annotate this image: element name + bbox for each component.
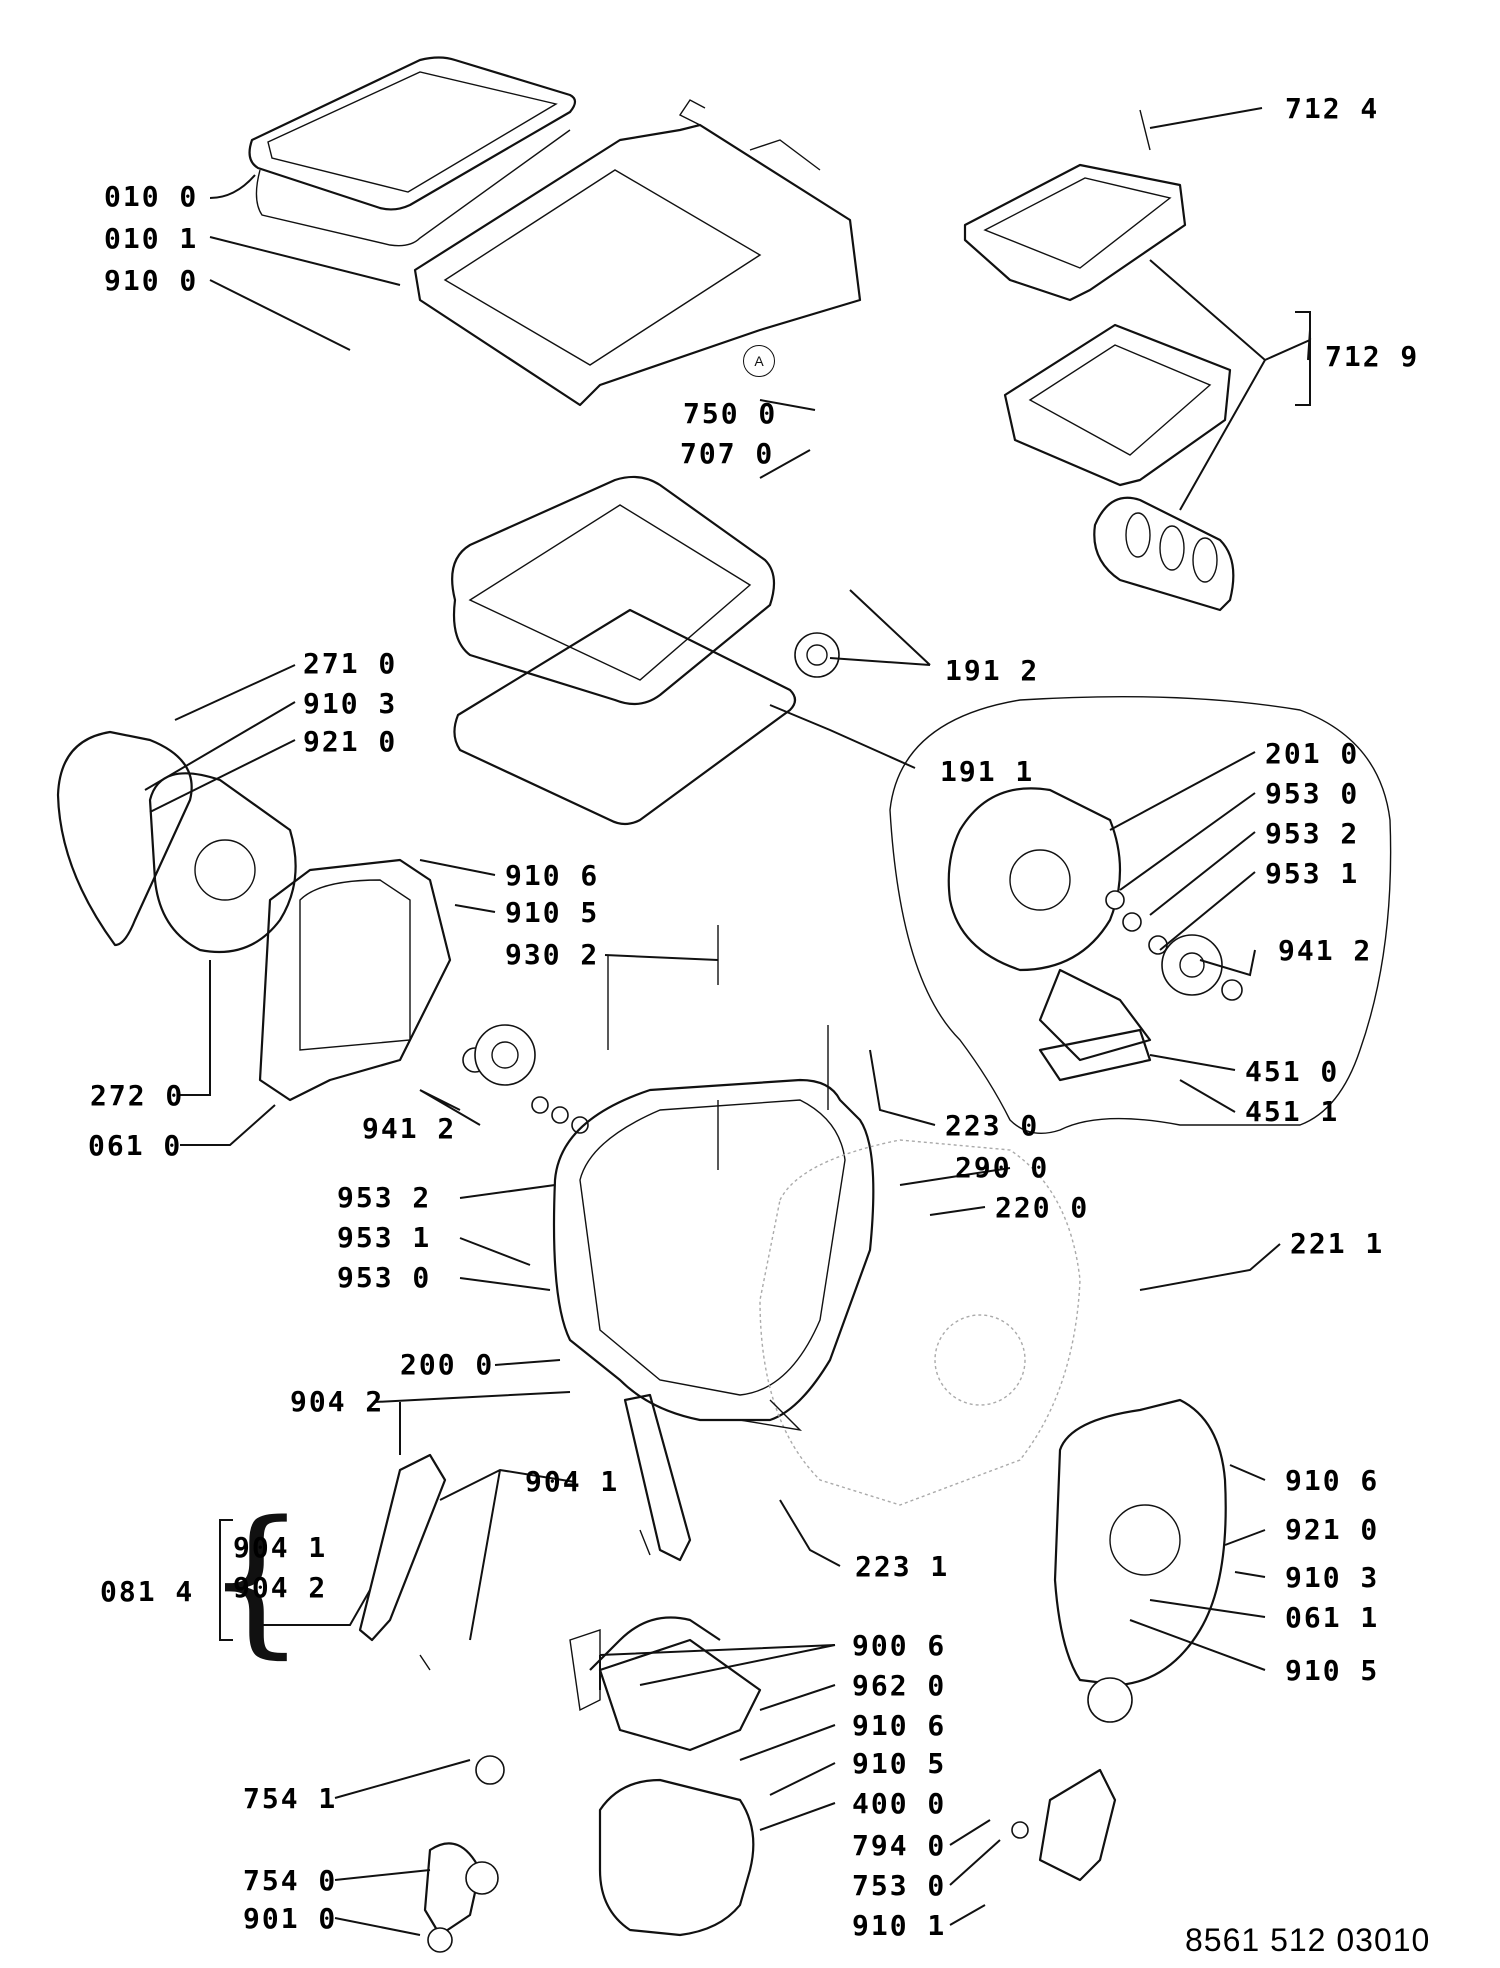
label-201-0: 201 0 bbox=[1265, 737, 1360, 770]
label-953-2-right: 953 2 bbox=[1265, 817, 1360, 850]
label-930-2: 930 2 bbox=[505, 938, 600, 971]
tub-and-drum bbox=[552, 1078, 1081, 1506]
label-904-2-group: 904 2 bbox=[233, 1571, 328, 1604]
sensor-cap bbox=[475, 1755, 505, 1785]
label-191-2: 191 2 bbox=[945, 654, 1040, 687]
drain-hose bbox=[423, 1842, 499, 1953]
label-953-1-right: 953 1 bbox=[1265, 857, 1360, 890]
label-271-0: 271 0 bbox=[303, 647, 398, 680]
label-451-1: 451 1 bbox=[1245, 1095, 1340, 1128]
front-door-frame bbox=[1053, 1398, 1227, 1687]
label-941-2-right: 941 2 bbox=[1278, 934, 1373, 967]
label-910-5-mid: 910 5 bbox=[505, 896, 600, 929]
label-223-0: 223 0 bbox=[945, 1109, 1040, 1142]
label-904-2-top: 904 2 bbox=[290, 1385, 385, 1418]
label-061-1: 061 1 bbox=[1285, 1601, 1380, 1634]
label-010-1: 010 1 bbox=[104, 222, 199, 255]
base-plate bbox=[589, 1616, 762, 1752]
label-220-0: 220 0 bbox=[995, 1191, 1090, 1224]
label-794-0: 794 0 bbox=[852, 1829, 947, 1862]
lid-frame bbox=[248, 56, 577, 247]
label-753-0: 753 0 bbox=[852, 1869, 947, 1902]
label-910-5-bottom: 910 5 bbox=[852, 1747, 947, 1780]
label-953-1-left: 953 1 bbox=[337, 1221, 432, 1254]
label-272-0: 272 0 bbox=[90, 1079, 185, 1112]
label-290-0: 290 0 bbox=[955, 1151, 1050, 1184]
label-200-0: 200 0 bbox=[400, 1348, 495, 1381]
label-962-0: 962 0 bbox=[852, 1669, 947, 1702]
heater-outline bbox=[889, 695, 1392, 1134]
document-number: 8561 512 03010 bbox=[1185, 1922, 1431, 1958]
label-901-0: 901 0 bbox=[243, 1902, 338, 1935]
dispenser-drawer bbox=[963, 109, 1235, 612]
label-900-6: 900 6 bbox=[852, 1629, 947, 1662]
label-921-0-top: 921 0 bbox=[303, 725, 398, 758]
label-754-0: 754 0 bbox=[243, 1864, 338, 1897]
label-941-2-left: 941 2 bbox=[362, 1112, 457, 1145]
callout-marker-a: A bbox=[743, 345, 775, 377]
right-side-sensor bbox=[1011, 1677, 1133, 1882]
label-223-1: 223 1 bbox=[855, 1550, 950, 1583]
group-brace-081-4: { bbox=[205, 1486, 307, 1673]
label-910-1: 910 1 bbox=[852, 1909, 947, 1942]
label-953-2-left: 953 2 bbox=[337, 1181, 432, 1214]
group-brackets bbox=[219, 311, 1311, 1641]
label-910-3-top: 910 3 bbox=[303, 687, 398, 720]
top-console-frame bbox=[413, 99, 862, 407]
label-221-1: 221 1 bbox=[1290, 1227, 1385, 1260]
label-904-1-group: 904 1 bbox=[233, 1531, 328, 1564]
label-754-1: 754 1 bbox=[243, 1782, 338, 1815]
label-953-0-right: 953 0 bbox=[1265, 777, 1360, 810]
rear-cover bbox=[56, 730, 452, 1102]
label-750-0: 750 0 bbox=[683, 397, 778, 430]
filter-pump-assembly bbox=[569, 1629, 755, 1937]
label-921-0-right: 921 0 bbox=[1285, 1513, 1380, 1546]
label-712-9: 712 9 bbox=[1325, 340, 1420, 373]
rear-bearing-assembly bbox=[947, 787, 1243, 1062]
tub-top-ring bbox=[451, 475, 840, 826]
label-707-0: 707 0 bbox=[680, 437, 775, 470]
label-904-1-top: 904 1 bbox=[525, 1465, 620, 1498]
shock-absorbers bbox=[358, 1393, 692, 1671]
label-451-0: 451 0 bbox=[1245, 1055, 1340, 1088]
label-061-0: 061 0 bbox=[88, 1129, 183, 1162]
label-400-0: 400 0 bbox=[852, 1787, 947, 1820]
left-bearing-parts bbox=[462, 1024, 589, 1134]
label-910-6-bottom: 910 6 bbox=[852, 1709, 947, 1742]
label-910-5-right: 910 5 bbox=[1285, 1654, 1380, 1687]
label-081-4: 081 4 bbox=[100, 1575, 195, 1608]
label-910-6-mid: 910 6 bbox=[505, 859, 600, 892]
label-010-0: 010 0 bbox=[104, 180, 199, 213]
leader-lines bbox=[144, 107, 1312, 1936]
label-712-4: 712 4 bbox=[1285, 92, 1380, 125]
label-953-0-left: 953 0 bbox=[337, 1261, 432, 1294]
label-191-1: 191 1 bbox=[940, 755, 1035, 788]
label-910-6-right: 910 6 bbox=[1285, 1464, 1380, 1497]
springs bbox=[607, 925, 829, 1170]
label-910-0: 910 0 bbox=[104, 264, 199, 297]
label-910-3-right: 910 3 bbox=[1285, 1561, 1380, 1594]
